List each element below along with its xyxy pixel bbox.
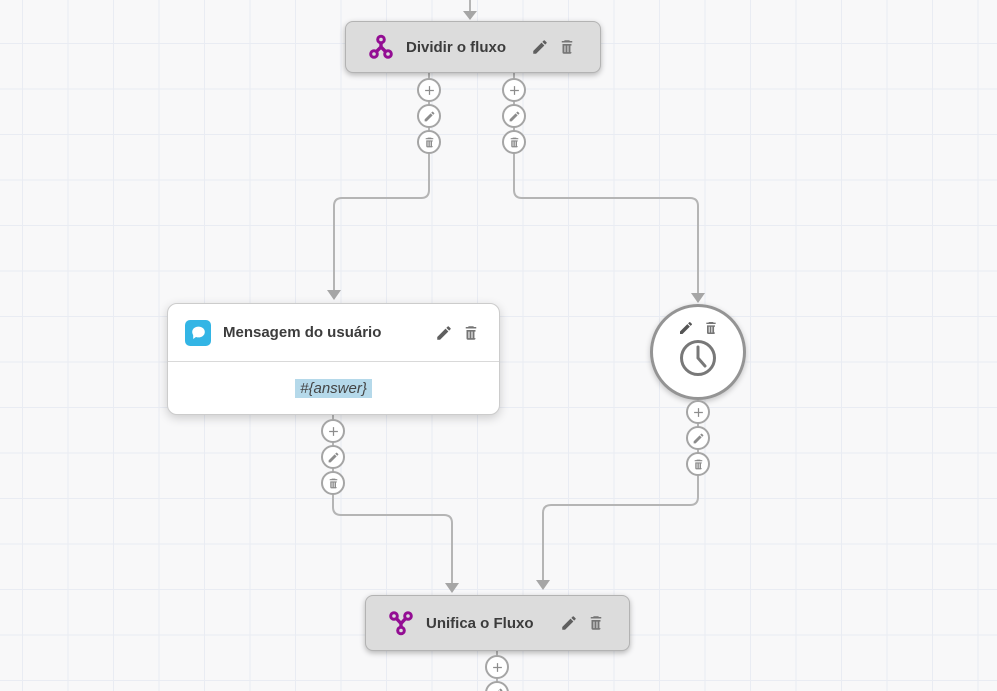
pencil-icon [491, 687, 504, 691]
plus-icon [691, 405, 706, 420]
merge-flow-icon [388, 610, 414, 636]
branch1-edit-port-button[interactable] [417, 104, 441, 128]
connector-split-to-timer [513, 73, 699, 294]
edit-message-button[interactable] [435, 324, 453, 342]
plus-icon [490, 660, 505, 675]
edit-merge-button[interactable] [560, 614, 578, 632]
delete-timer-button[interactable] [703, 320, 719, 336]
message-add-port-button[interactable] [321, 419, 345, 443]
plus-icon [507, 83, 522, 98]
connector-timer-to-merge [542, 398, 699, 581]
arrowhead-timer-into-merge [536, 580, 550, 590]
merge-edit-port-button[interactable] [485, 681, 509, 691]
edit-split-button[interactable] [531, 38, 549, 56]
pencil-icon [435, 324, 453, 342]
node-merge-label: Unifica o Fluxo [426, 614, 534, 632]
split-flow-icon [368, 34, 394, 60]
edit-timer-button[interactable] [678, 320, 694, 336]
trash-icon [423, 136, 436, 149]
chat-bubble-icon [185, 319, 211, 346]
trash-icon [692, 458, 705, 471]
node-split-label: Dividir o fluxo [406, 38, 507, 56]
trash-icon [508, 136, 521, 149]
trash-icon [462, 324, 480, 342]
merge-add-port-button[interactable] [485, 655, 509, 679]
trash-icon [327, 477, 340, 490]
node-timer[interactable] [650, 304, 746, 400]
connector-split-to-message [333, 73, 430, 291]
node-merge-flow[interactable]: Unifica o Fluxo [365, 595, 630, 651]
message-variable-text: #{answer} [295, 378, 372, 398]
node-user-message-header: Mensagem do usuário [168, 304, 499, 362]
delete-split-button[interactable] [558, 38, 576, 56]
delete-merge-button[interactable] [587, 614, 605, 632]
pencil-icon [423, 110, 436, 123]
timer-add-port-button[interactable] [686, 400, 710, 424]
delete-message-button[interactable] [462, 324, 480, 342]
branch2-edit-port-button[interactable] [502, 104, 526, 128]
arrowhead-into-message [327, 290, 341, 300]
branch1-delete-port-button[interactable] [417, 130, 441, 154]
pencil-icon [508, 110, 521, 123]
timer-delete-port-button[interactable] [686, 452, 710, 476]
pencil-icon [692, 432, 705, 445]
pencil-icon [560, 614, 578, 632]
node-user-message-body: #{answer} [168, 362, 499, 414]
plus-icon [326, 424, 341, 439]
message-edit-port-button[interactable] [321, 445, 345, 469]
branch2-add-port-button[interactable] [502, 78, 526, 102]
message-delete-port-button[interactable] [321, 471, 345, 495]
node-user-message-label: Mensagem do usuário [223, 324, 382, 341]
clock-icon [677, 337, 719, 379]
trash-icon [587, 614, 605, 632]
branch2-delete-port-button[interactable] [502, 130, 526, 154]
timer-edit-port-button[interactable] [686, 426, 710, 450]
trash-icon [558, 38, 576, 56]
plus-icon [422, 83, 437, 98]
pencil-icon [327, 451, 340, 464]
trash-icon [703, 320, 719, 336]
arrowhead-into-split [463, 11, 477, 20]
node-user-message[interactable]: Mensagem do usuário #{answer} [167, 303, 500, 415]
arrowhead-message-into-merge [445, 583, 459, 593]
connector-message-to-merge [332, 413, 453, 584]
arrowhead-into-timer [691, 293, 705, 303]
pencil-icon [531, 38, 549, 56]
node-split-flow[interactable]: Dividir o fluxo [345, 21, 601, 73]
pencil-icon [678, 320, 694, 336]
branch1-add-port-button[interactable] [417, 78, 441, 102]
